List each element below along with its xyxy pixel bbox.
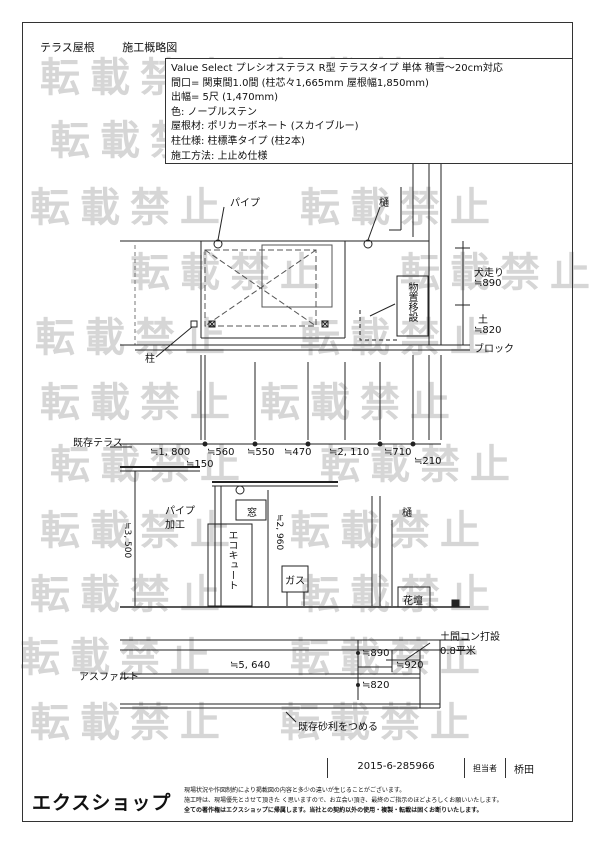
pipe-work-label-2: 加工	[165, 520, 185, 531]
dim-150: ≒150	[186, 459, 214, 470]
dim-560: ≒560	[207, 447, 235, 458]
spec-product: Value Select プレシオステラス R型 テラスタイプ 単体 積雪～20…	[171, 63, 503, 74]
shed-label: 物置移設	[406, 282, 417, 322]
notice-line-3: 全ての著作権はエクスショップに帰属します。当社との契約以外の使用・複製・転載は固…	[184, 807, 483, 814]
gutter-label: 樋	[379, 198, 389, 209]
dim-210: ≒210	[414, 456, 442, 467]
notice-line-2: 施工時は、現場優先とさせて頂きた く思いますので、お立会い頂き、最終のご指示のほ…	[184, 797, 503, 804]
gas-label: ガス	[285, 576, 305, 587]
window-label: 窓	[247, 508, 257, 519]
person-name: 桥田	[506, 758, 573, 778]
document-number: 2015-6-285966	[328, 758, 465, 778]
spec-width: 間口= 関東間1.0間 (柱芯々1,665mm 屋根幅1,850mm)	[171, 77, 429, 89]
gutter-elevation-label: 樋	[402, 508, 412, 519]
dim-920: ≒920	[396, 660, 424, 671]
notice-line-1: 現場状況や作図制約により掲載図の内容と多少の違いが生じることがございます。	[184, 787, 406, 794]
spec-box: Value Select プレシオステラス R型 テラスタイプ 単体 積雪～20…	[165, 58, 573, 164]
height-roof-dimension: ≒2, 960	[274, 514, 284, 551]
existing-terrace-label: 既存テラス	[73, 438, 123, 449]
dim-470: ≒470	[284, 447, 312, 458]
dim-550: ≒550	[247, 447, 275, 458]
footer: 2015-6-285966 担当者 桥田 エクスショップ 現場状況や作図制約によ…	[22, 758, 573, 822]
spec-color: 色: ノーブルステン	[171, 106, 257, 118]
ecocute-label: エコキュート	[226, 530, 237, 590]
spec-pillar: 柱仕様: 柱標準タイプ (柱2本)	[171, 135, 305, 147]
dog-run-label: 犬走り	[474, 268, 504, 279]
concrete-label: 土間コン打設	[440, 632, 500, 643]
soil-label: 土	[478, 315, 488, 326]
concrete-area: 0.8平米	[440, 646, 476, 657]
flowerbed-label: 花壇	[403, 596, 423, 607]
dim-890: ≒890	[362, 648, 390, 659]
subtitle-text: 施工概略図	[122, 41, 178, 54]
spec-depth: 出幅= 5尺 (1,470mm)	[171, 92, 279, 104]
dog-run-dimension: ≒890	[474, 278, 502, 289]
asphalt-label: アスファルト	[79, 672, 139, 683]
pipe-work-label: パイプ	[165, 506, 195, 517]
dim-2110: ≒2, 110	[329, 447, 370, 458]
spec-method: 施工方法: 上止め仕様	[171, 150, 268, 162]
dim-5640: ≒5, 640	[230, 660, 271, 671]
footer-notice: 現場状況や作図制約により掲載図の内容と多少の違いが生じることがございます。 施工…	[184, 786, 503, 816]
height-total-dimension: ≒3, 500	[122, 522, 132, 559]
footer-meta: 2015-6-285966 担当者 桥田	[327, 758, 573, 778]
drawing-frame	[22, 22, 573, 822]
company-logo: エクスショップ	[32, 792, 172, 814]
title-text: テラス屋根	[40, 41, 95, 54]
dim-710: ≒710	[384, 447, 412, 458]
block-label: ブロック	[474, 344, 514, 355]
dim-820: ≒820	[362, 680, 390, 691]
spec-roof: 屋根材: ポリカーボネート (スカイブルー)	[171, 121, 359, 133]
soil-dimension: ≒820	[474, 325, 502, 336]
dim-1800: ≒1, 800	[150, 447, 191, 458]
page-title: テラス屋根 施工概略図	[40, 39, 201, 55]
pipe-label: パイプ	[230, 198, 260, 209]
person-label: 担当者	[465, 758, 506, 778]
gravel-label: 既存砂利をつめる	[298, 722, 378, 733]
pillar-label: 柱	[145, 354, 155, 365]
